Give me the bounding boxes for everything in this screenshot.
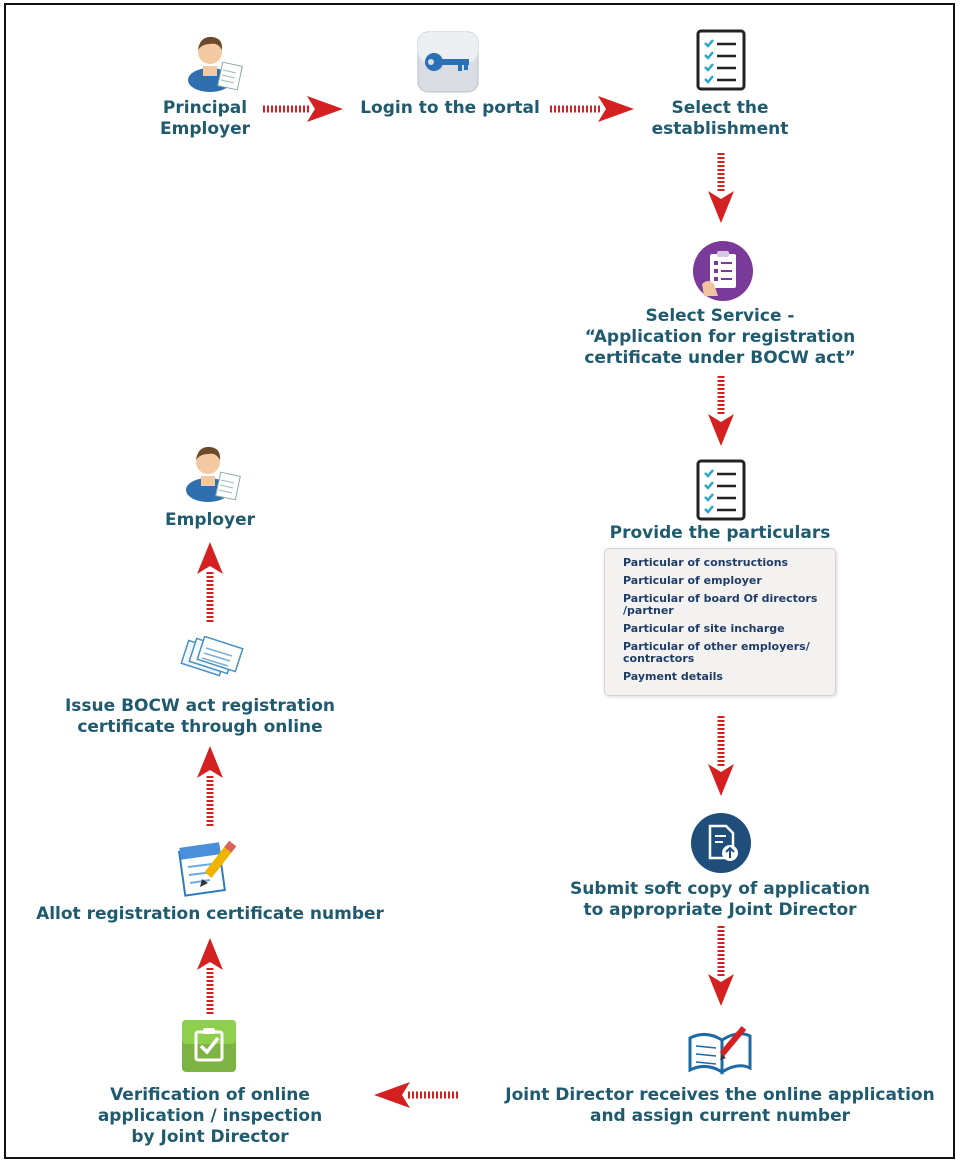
key-icon	[417, 31, 479, 93]
node-principal-employer: Principal Employer	[160, 98, 250, 139]
particular-item: Particular of other employers/ contracto…	[623, 640, 810, 665]
node-submit: Submit soft copy of application to appro…	[569, 879, 870, 920]
particular-item: Payment details	[623, 670, 723, 683]
node-login: Login to the portal	[360, 98, 540, 118]
person-icon	[186, 446, 241, 502]
arrow-right	[550, 96, 634, 122]
diagram-frame	[4, 3, 955, 1159]
particular-item: Particular of site incharge	[623, 622, 785, 635]
particular-item: Particular of constructions	[623, 556, 789, 569]
arrow-down	[708, 926, 734, 1006]
node-provide-particulars: Provide the particulars	[609, 523, 831, 543]
document-upload-icon	[691, 813, 751, 873]
arrow-right	[263, 96, 343, 122]
node-verification: Verification of online application / ins…	[97, 1085, 323, 1147]
edit-document-icon	[178, 840, 237, 897]
arrow-left	[374, 1082, 458, 1108]
arrow-up	[197, 746, 223, 826]
node-allot: Allot registration certificate number	[36, 904, 384, 924]
service-clipboard-icon	[693, 241, 753, 301]
arrow-down	[708, 376, 734, 446]
node-jd-receives: Joint Director receives the online appli…	[505, 1085, 935, 1126]
notebook-pen-icon	[688, 1026, 752, 1075]
verify-check-icon	[182, 1020, 236, 1072]
checklist-icon	[696, 459, 746, 521]
particulars-list: Particular of constructions Particular o…	[604, 548, 836, 696]
arrow-up	[197, 542, 223, 622]
arrow-up	[197, 938, 223, 1014]
node-select-establishment: Select the establishment	[651, 98, 789, 139]
particular-item: Particular of board Of directors /partne…	[623, 592, 818, 617]
node-employer: Employer	[165, 510, 255, 530]
checklist-icon	[696, 29, 746, 91]
node-select-service: Select Service - “Application for regist…	[584, 306, 856, 368]
arrow-down	[708, 153, 734, 223]
particular-item: Particular of employer	[623, 574, 762, 587]
person-icon	[188, 36, 243, 92]
arrow-down	[708, 716, 734, 796]
node-issue: Issue BOCW act registration certificate …	[64, 696, 335, 737]
certificates-icon	[180, 636, 244, 677]
